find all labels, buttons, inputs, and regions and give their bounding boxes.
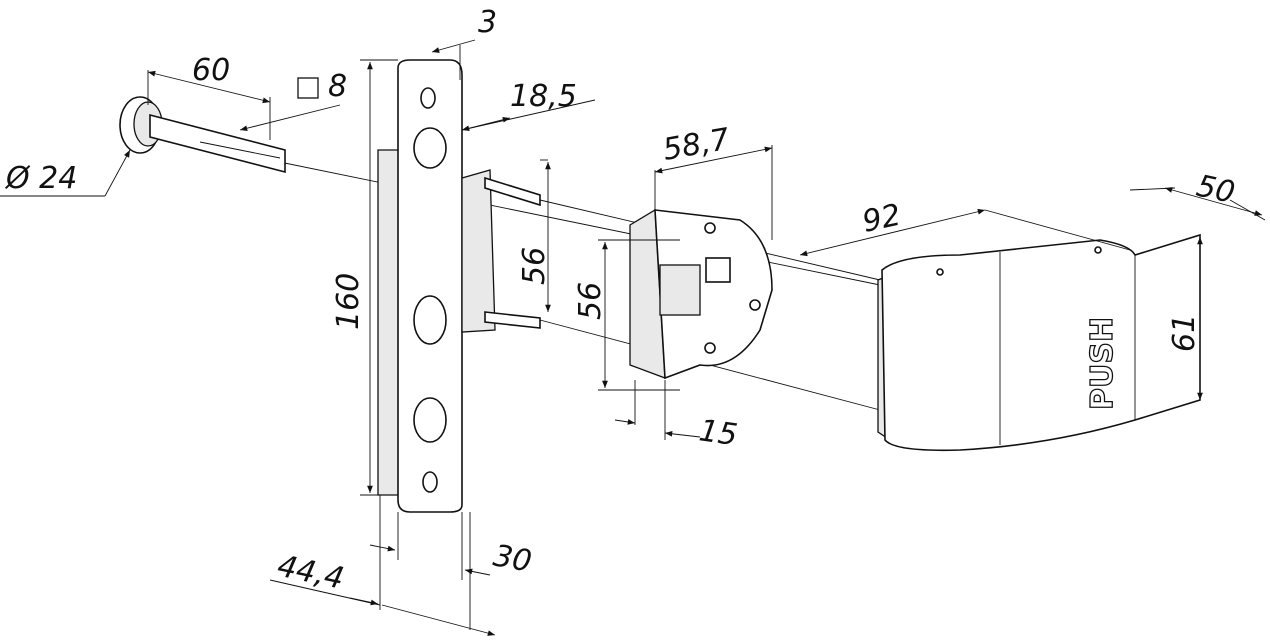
dim-handle-width: 50: [1129, 169, 1266, 221]
lock-body: [629, 208, 773, 380]
dim-handle-length: 92: [799, 198, 1131, 257]
bolt-bracket: [461, 169, 541, 333]
dim-lock-depth: 15: [614, 380, 740, 453]
label-plate-width: 44,4: [274, 549, 347, 597]
label-lock-hole-spacing: 56: [573, 282, 608, 320]
label-handle-length: 92: [859, 198, 904, 240]
label-handle-height: 61: [1167, 314, 1202, 352]
label-spindle-length: 60: [192, 53, 230, 88]
dim-plate-height: 160: [331, 59, 398, 496]
label-handle-width: 50: [1193, 169, 1238, 211]
label-plate-height: 160: [331, 273, 366, 330]
spindle: [119, 96, 286, 174]
dim-lock-hole-spacing: 56: [573, 239, 680, 391]
square-icon: [297, 77, 319, 99]
dim-handle-height: 61: [1167, 237, 1203, 400]
push-handle: PUSH: [877, 233, 1201, 452]
dim-bolt-spacing: 56: [517, 159, 552, 312]
dim-spindle-length: 60: [147, 53, 271, 140]
dim-rose-diameter: Ø 24: [0, 149, 131, 197]
dim-bolt-offset: 18,5: [461, 79, 596, 132]
mounting-plate: [377, 59, 463, 513]
label-bolt-offset: 18,5: [510, 79, 577, 114]
label-lock-depth: 15: [697, 413, 740, 453]
label-rose-diameter: Ø 24: [4, 161, 77, 196]
label-spindle-square: 8: [328, 69, 347, 104]
label-plate-thickness: 3: [478, 5, 497, 40]
push-label: PUSH: [1085, 317, 1120, 410]
label-bolt-spacing: 56: [517, 247, 552, 285]
dim-spindle-square: 8: [239, 69, 347, 132]
dim-plate-inner-width: 30: [369, 512, 535, 580]
label-lock-width: 58,7: [660, 122, 732, 168]
dim-plate-width: 44,4: [269, 495, 496, 636]
label-plate-inner-width: 30: [491, 538, 535, 579]
dim-plate-thickness: 3: [431, 5, 497, 80]
